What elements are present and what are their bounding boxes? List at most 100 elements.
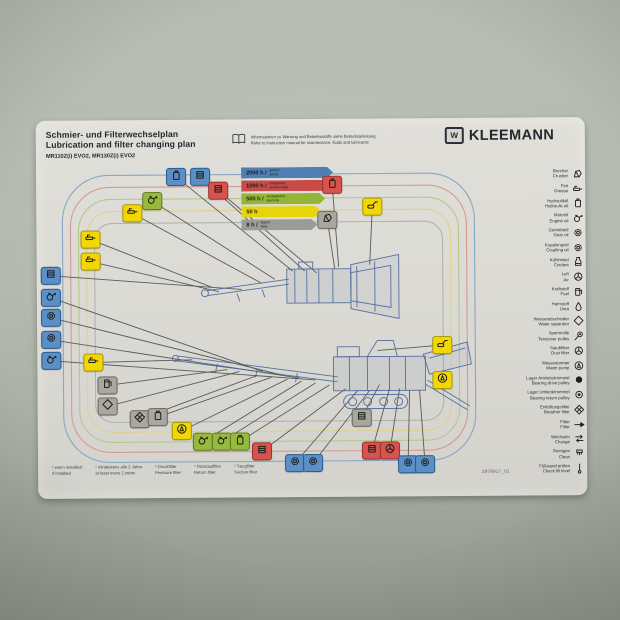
gear-icon [289, 454, 301, 472]
swap-icon [573, 433, 585, 444]
callout-box-grease [80, 230, 101, 249]
coolant-icon [572, 256, 584, 267]
pump-icon [436, 371, 448, 389]
callout-connector [377, 344, 443, 351]
callout-connector [202, 380, 302, 443]
fan-icon [384, 441, 396, 459]
brush-icon [573, 448, 585, 459]
fuelpump-icon [101, 376, 113, 394]
callout-connector [157, 376, 272, 418]
filter-icon [194, 168, 206, 186]
callout-layer [36, 117, 585, 474]
gear-icon [571, 227, 583, 238]
callout-connector [312, 390, 370, 464]
callout-connector [407, 390, 411, 465]
callout-box-crusher [317, 210, 338, 229]
oilcan-icon [216, 433, 228, 451]
callout-connector [181, 378, 288, 432]
oilcan-icon [197, 433, 209, 451]
callout-connector [50, 317, 283, 376]
grease-icon [126, 204, 138, 222]
callout-box-excavator [362, 197, 383, 216]
excavator-icon [366, 198, 378, 216]
callout-box-filter [361, 441, 383, 460]
canister-icon [326, 176, 338, 194]
gear-icon [402, 455, 414, 473]
callout-connector [107, 369, 228, 386]
fan-icon [572, 345, 584, 356]
gear-icon [307, 454, 319, 472]
callout-connector [90, 239, 214, 289]
grease-icon [85, 252, 97, 270]
pump-icon [572, 360, 584, 371]
oilcan-icon [146, 192, 158, 210]
gear-icon [45, 309, 57, 327]
callout-box-fuelpump [97, 376, 118, 395]
filter-icon [366, 442, 378, 460]
filter-icon [45, 267, 57, 285]
model-names: MR110Z(i) EVO2, MR130Z(i) EVO2 [45, 152, 136, 160]
callout-box-filter [351, 408, 372, 427]
interval-arrow-50h: 50 h [241, 206, 321, 218]
interval-track-500h [77, 196, 461, 443]
interval-track-50h [85, 208, 453, 433]
callout-connector [175, 176, 294, 272]
callout-box-gear [285, 454, 306, 473]
callout-box-gear [303, 453, 324, 473]
canister-icon [152, 408, 164, 426]
callout-box-gear [41, 330, 62, 349]
canister-icon [170, 168, 182, 186]
fuelpump-icon [572, 286, 584, 297]
callout-box-excavator [432, 336, 453, 355]
diagram-canvas [50, 172, 477, 465]
callout-box-grease [80, 252, 101, 271]
callout-box-oilcan [192, 432, 213, 451]
wirtgen-w-icon: W [444, 126, 464, 145]
title-block: Schmier- und Filterwechselplan Lubricati… [46, 129, 196, 160]
callout-box-canister [166, 167, 187, 187]
dipstick-icon [573, 463, 585, 474]
manual-note: Informationen zu Wartung und Betriebssto… [232, 131, 376, 150]
diamondx-icon [134, 410, 146, 428]
callout-box-grease [83, 353, 104, 372]
callout-connector [50, 297, 263, 372]
brand-name: KLEEMANN [468, 126, 555, 144]
callout-connector [93, 359, 193, 363]
callout-box-diamondx [129, 410, 150, 429]
drop-icon [572, 301, 584, 312]
oilcan-icon [45, 289, 57, 307]
callout-connector [261, 388, 346, 452]
interval-track-8h [93, 220, 445, 423]
grease-icon [571, 183, 583, 194]
callout-connector [152, 200, 276, 280]
callout-box-oilcan [41, 351, 62, 370]
callout-connector [369, 206, 373, 265]
callout-box-canister [147, 408, 168, 427]
callout-box-fan [379, 441, 401, 460]
